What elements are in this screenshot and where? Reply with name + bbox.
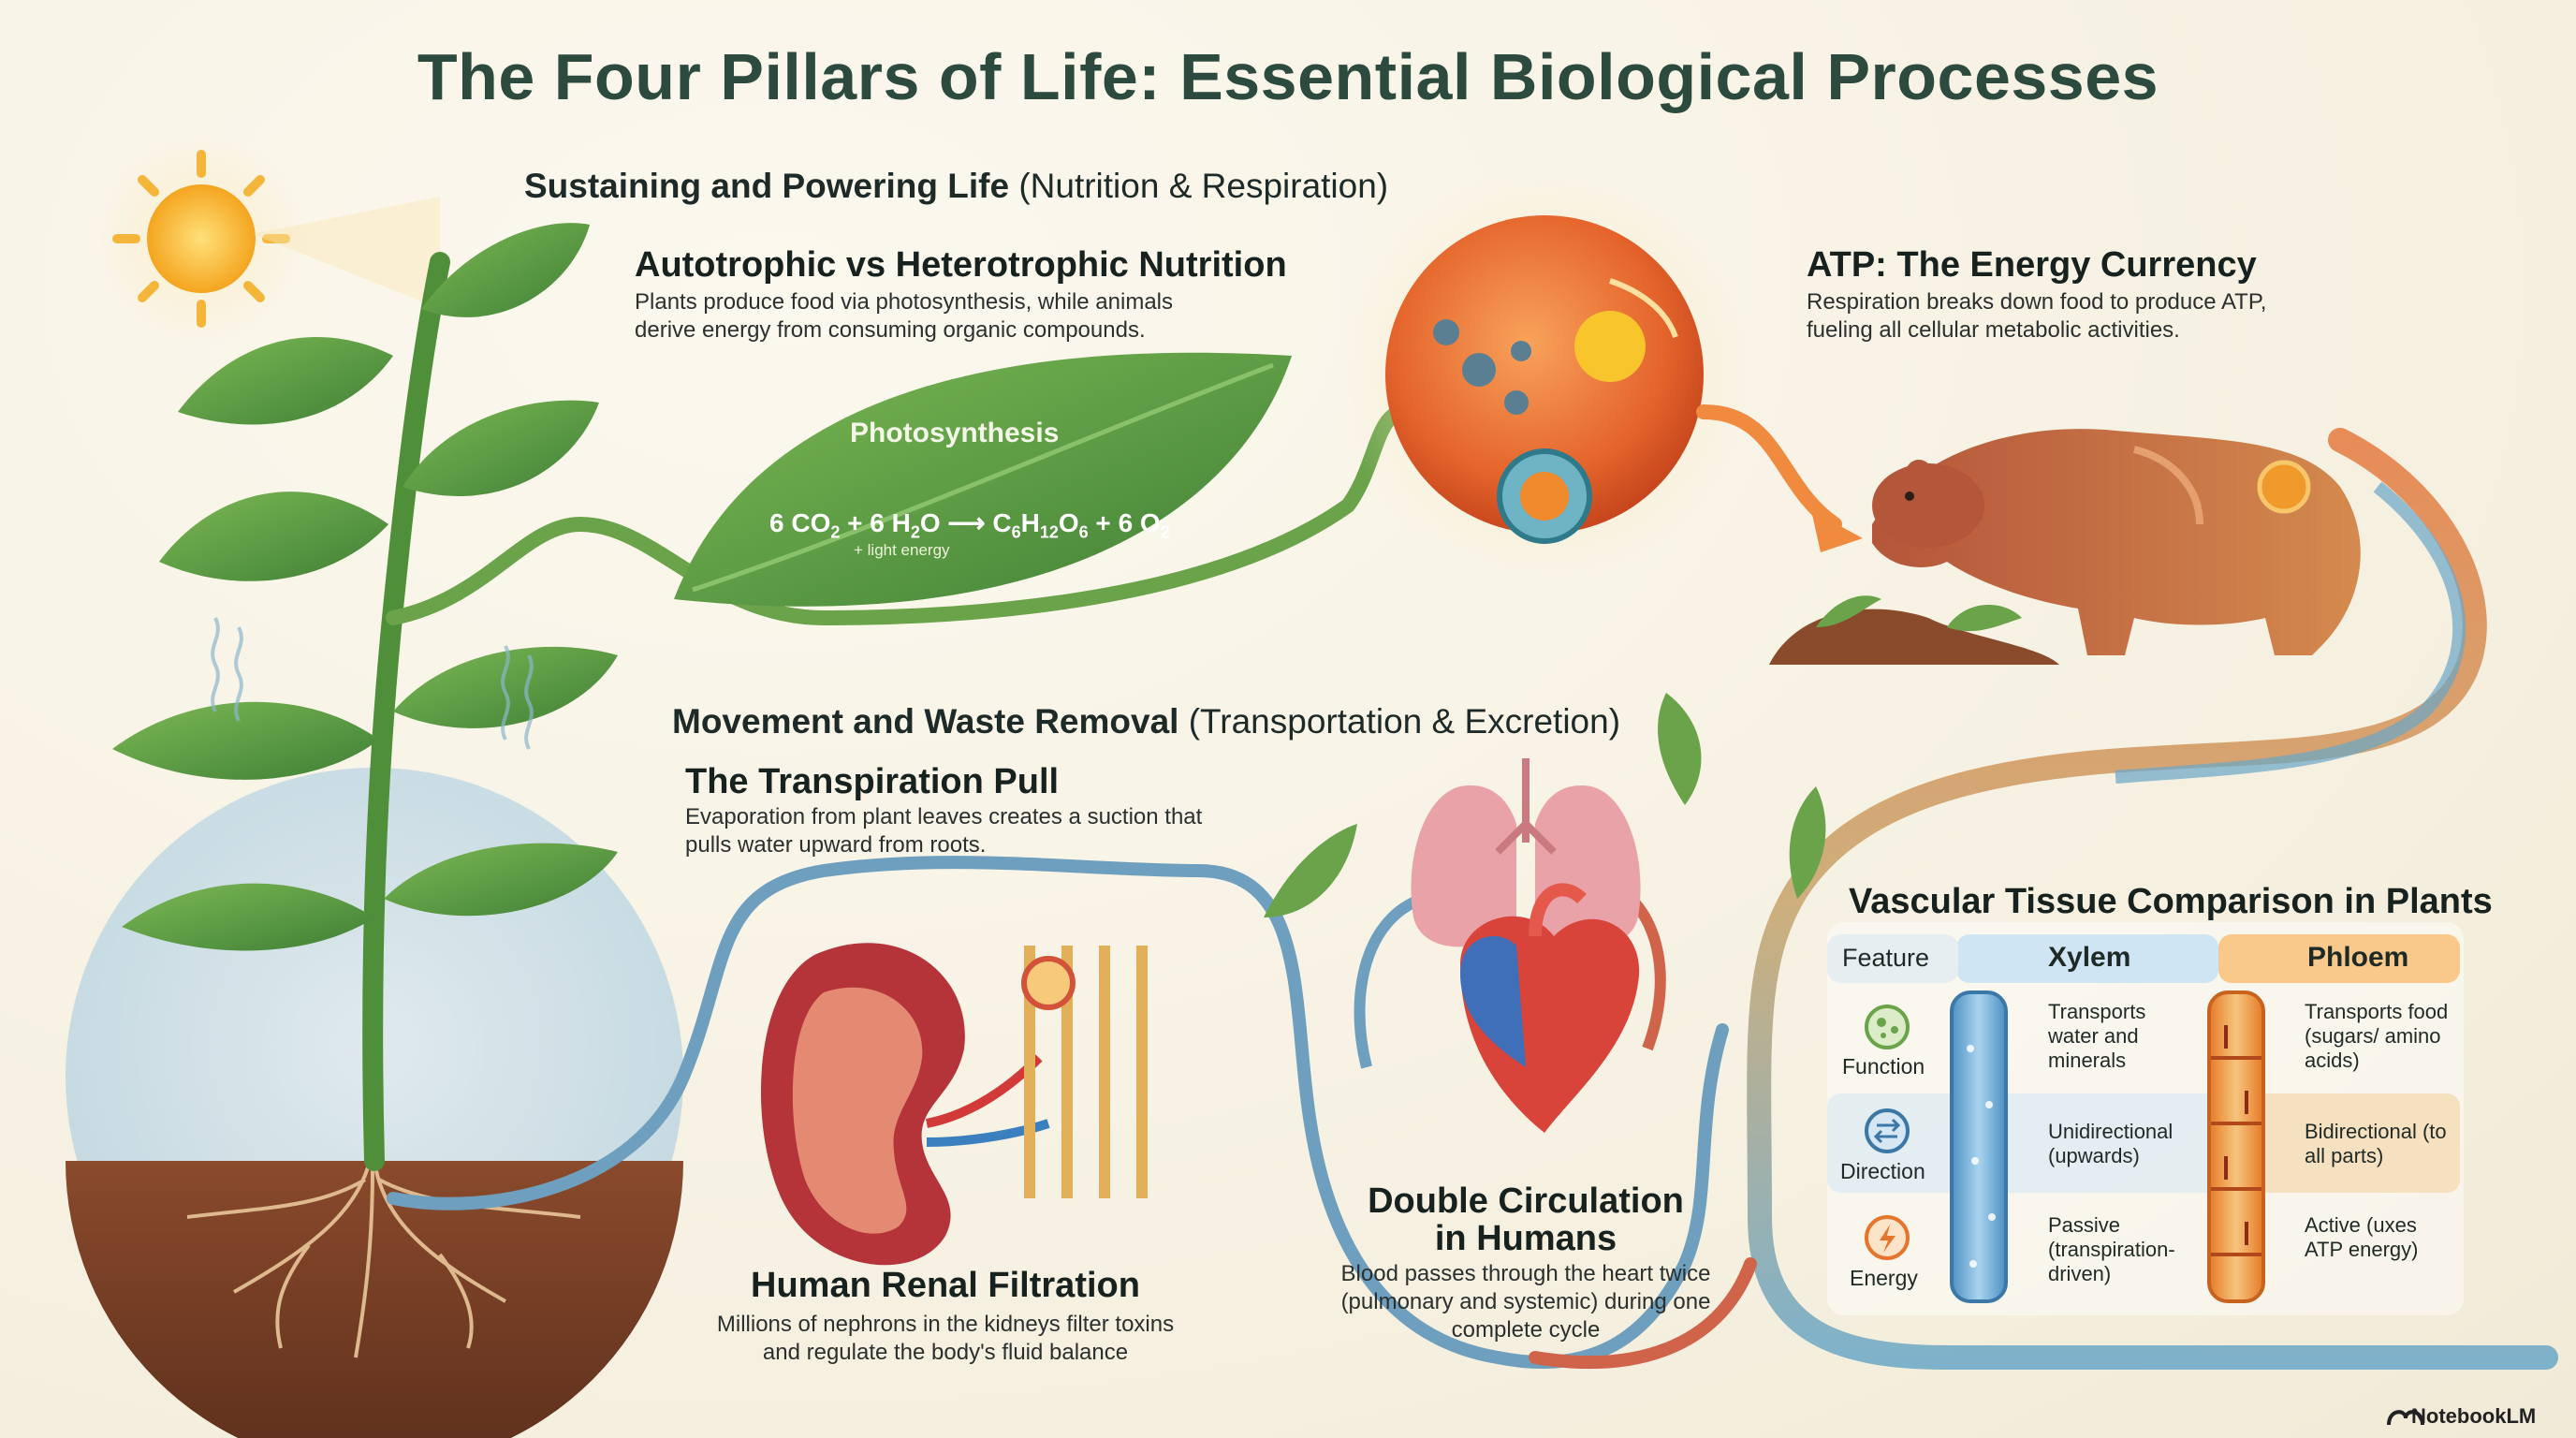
cell-phloem-function: Transports food (sugars/ amino acids) <box>2305 1000 2449 1072</box>
cell-phloem-energy: Active (uxes ATP energy) <box>2305 1213 2419 1261</box>
circulation-heading-line1: Double Circulation <box>1368 1181 1684 1221</box>
eq-sub: 2 <box>830 522 841 542</box>
cell-xylem-direction: Unidirectional (upwards) <box>2048 1120 2174 1167</box>
eq-part: 6 CO <box>769 508 831 537</box>
eq-part: O ⟶ C <box>919 508 1012 537</box>
sun-icon <box>98 136 440 342</box>
autotrophic-text: Plants produce food via photosynthesis, … <box>635 289 1173 343</box>
animal-illustration <box>1769 429 2361 665</box>
eq-part: + 6 O <box>1088 508 1161 537</box>
column-header-phloem: Phloem <box>2307 942 2409 973</box>
soil <box>66 1161 683 1438</box>
vascular-heading: Vascular Tissue Comparison in Plants <box>1849 882 2493 921</box>
eq-part: + 6 H <box>840 508 911 537</box>
atp-arrow-head <box>1811 510 1863 552</box>
steam-lines <box>211 617 534 750</box>
section-heading-movement: Movement and Waste Removal (Transportati… <box>672 702 1620 741</box>
eq-sub: 6 <box>1011 522 1021 542</box>
light-energy-label: + light energy <box>854 541 950 559</box>
photosynthesis-label: Photosynthesis <box>850 418 1060 448</box>
page-title: The Four Pillars of Life: Essential Biol… <box>417 40 2159 113</box>
eq-sub: 6 <box>1078 522 1089 542</box>
section-heading-nutrition-bold: Sustaining and Powering Life <box>524 167 1010 205</box>
transpiration-heading: The Transpiration Pull <box>685 762 1060 801</box>
lungs-icon <box>1411 758 1641 947</box>
section-heading-nutrition-rest: (Nutrition & Respiration) <box>1009 167 1389 205</box>
section-heading-movement-rest: (Transportation & Excretion) <box>1178 702 1621 741</box>
feature-header-bg <box>1827 934 1958 983</box>
cell-icon <box>1865 1005 1910 1049</box>
xylem-header-bg <box>1956 934 2218 983</box>
sprout-leaf <box>1264 824 1357 917</box>
eq-part: O <box>1058 508 1079 537</box>
renal-heading: Human Renal Filtration <box>751 1266 1140 1305</box>
heart-icon <box>1460 883 1640 1133</box>
renal-text: Millions of nephrons in the kidneys filt… <box>716 1312 1175 1365</box>
row-label-function: Function <box>1842 1054 1925 1078</box>
roots <box>186 1160 581 1358</box>
atp-arrow <box>1696 404 1842 532</box>
phloem-header-bg <box>2218 934 2460 983</box>
atp-text: Respiration breaks down food to produce … <box>1807 289 2267 343</box>
stream-accent <box>2115 481 2466 784</box>
sprout-leaf <box>1789 786 1826 899</box>
vessel-to-lungs <box>1354 893 1426 1069</box>
eq-sub: 2 <box>1160 522 1170 542</box>
section-heading-movement-bold: Movement and Waste Removal <box>672 702 1179 741</box>
section-heading-nutrition: Sustaining and Powering Life (Nutrition … <box>524 167 1388 206</box>
brand-label: NotebookLM <box>2411 1404 2537 1428</box>
eq-sub: 2 <box>910 522 920 542</box>
notebooklm-logo-icon <box>2387 1410 2424 1426</box>
eq-part: H <box>1020 508 1040 537</box>
leaf-vein <box>692 362 1274 593</box>
photosynthesis-equation: 6 CO2 + 6 H2O ⟶ C6H12O6 + 6 O2 <box>769 507 1170 543</box>
direction-row-bg-phloem <box>2218 1093 2460 1193</box>
xylem-tube-icon <box>1950 990 2008 1303</box>
cell-phloem-direction: Bidirectional (to all parts) <box>2305 1120 2447 1167</box>
transpiration-text: Evaporation from plant leaves creates a … <box>685 804 1203 858</box>
circulation-loop-red <box>1529 1257 1757 1370</box>
eq-sub: 12 <box>1039 522 1059 542</box>
row-label-direction: Direction <box>1840 1159 1925 1183</box>
atp-heading: ATP: The Energy Currency <box>1807 245 2257 285</box>
circulation-heading-line2: in Humans <box>1434 1219 1617 1258</box>
cell-xylem-function: Transports water and minerals <box>2048 1000 2146 1072</box>
arrows-icon <box>1865 1108 1910 1153</box>
phloem-tube-icon <box>2207 990 2265 1303</box>
circulation-text: Blood passes through the heart twice (pu… <box>1340 1261 1711 1343</box>
plant-leaves <box>112 223 618 951</box>
energy-cell-icon <box>1339 169 1750 580</box>
row-label-energy: Energy <box>1850 1266 1918 1290</box>
nutrition-vine <box>386 404 1412 626</box>
plant-stem <box>362 252 450 1171</box>
column-header-feature: Feature <box>1842 944 1930 972</box>
autotrophic-heading: Autotrophic vs Heterotrophic Nutrition <box>635 245 1287 285</box>
kidney-icon <box>760 943 1148 1266</box>
cell-xylem-energy: Passive (transpiration-driven) <box>2048 1213 2175 1285</box>
sprout-leaf <box>1658 693 1702 805</box>
transport-stream <box>1747 428 2558 1370</box>
column-header-xylem: Xylem <box>2048 942 2131 973</box>
lightning-icon <box>1865 1215 1910 1260</box>
